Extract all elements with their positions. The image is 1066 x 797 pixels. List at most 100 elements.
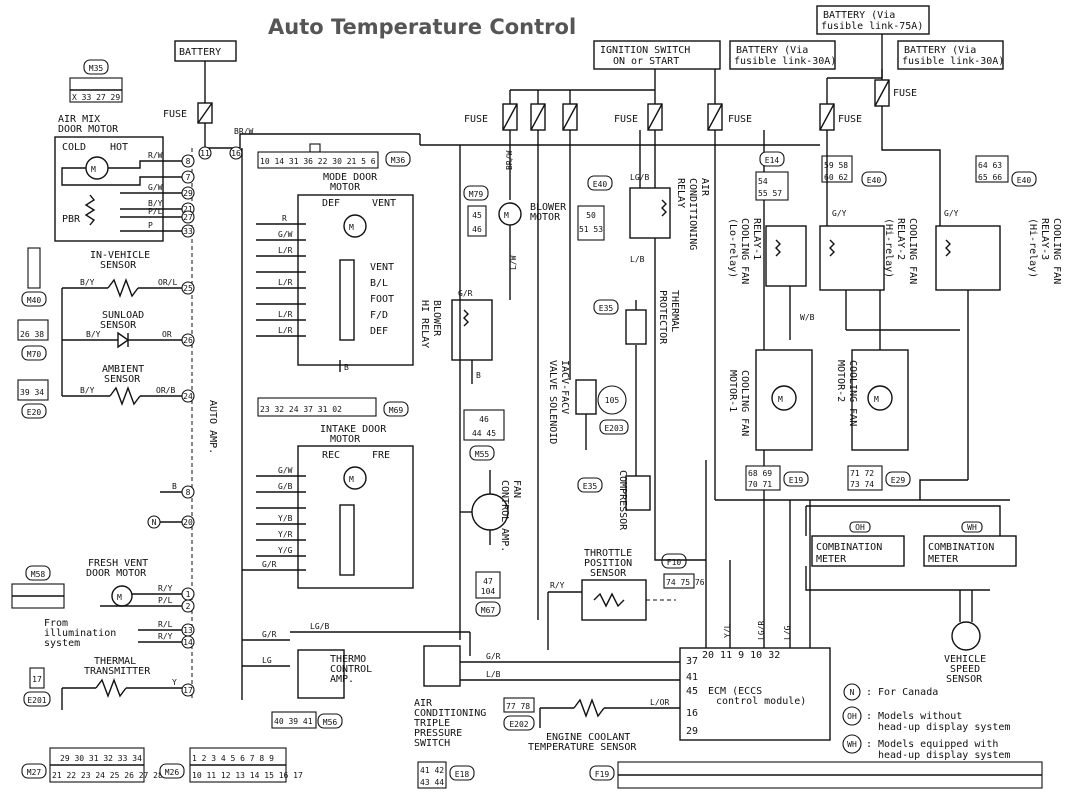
- svg-text:W/B: W/B: [800, 313, 815, 322]
- svg-text:BATTERY (Via: BATTERY (Via: [823, 10, 895, 21]
- ignition-switch-box: IGNITION SWITCH ON or START: [593, 40, 721, 70]
- blower-motor: BR/W M BLOWER MOTOR L/W: [498, 130, 567, 300]
- svg-text:L/R: L/R: [278, 246, 293, 255]
- blower-hi-relay: BLOWER HI RELAY G/R B: [419, 289, 493, 384]
- svg-text:E40: E40: [1017, 176, 1032, 185]
- ground-n: N B: [147, 482, 182, 529]
- svg-text:10 11 12 13 14 15 16 17: 10 11 12 13 14 15 16 17: [192, 771, 303, 780]
- connector-m35: M35 X 33 27 29: [69, 59, 123, 103]
- intake-door-wires: G/W G/B Y/B Y/R Y/G G/R: [242, 466, 306, 571]
- iacv-solenoid: IACV-FACV VALVE SOLENOID: [547, 360, 597, 444]
- cooling-fan-relay-3: COOLING FAN RELAY-3 (Hi-relay) G/Y: [881, 106, 1062, 291]
- svg-text:WH: WH: [967, 523, 977, 532]
- svg-text:M26: M26: [165, 768, 180, 777]
- interconnect-wires: [419, 130, 1010, 640]
- connector-m26: M26 1 2 3 4 5 6 7 8 9 10 11 12 13 14 15 …: [159, 747, 303, 783]
- svg-text:VALVE SOLENOID: VALVE SOLENOID: [547, 360, 558, 444]
- sunload-sensor: SUNLOAD SENSOR B/Y OR: [62, 310, 185, 349]
- svg-text:8: 8: [186, 157, 191, 166]
- svg-text:70 71: 70 71: [748, 480, 772, 489]
- svg-text:M69: M69: [389, 406, 404, 415]
- svg-text:INTAKE DOOR: INTAKE DOOR: [320, 424, 387, 435]
- in-vehicle-sensor: IN-VEHICLE SENSOR B/Y OR/L: [62, 250, 185, 298]
- connector-f19: F19: [589, 761, 1043, 789]
- svg-text:71 72: 71 72: [850, 469, 874, 478]
- svg-text:PRESSURE: PRESSURE: [414, 728, 462, 739]
- connector-m40: M40: [21, 247, 47, 307]
- svg-text:From: From: [44, 618, 68, 629]
- svg-text:COMBINATION: COMBINATION: [928, 542, 994, 553]
- svg-text:FUSE: FUSE: [614, 114, 638, 125]
- svg-text:COMBINATION: COMBINATION: [816, 542, 882, 553]
- svg-text:DOOR MOTOR: DOOR MOTOR: [86, 568, 147, 579]
- svg-text:40 39 41: 40 39 41: [274, 717, 313, 726]
- svg-text:29 30 31 32 33 34: 29 30 31 32 33 34: [60, 754, 142, 763]
- svg-text:COOLING FAN: COOLING FAN: [739, 218, 750, 284]
- connector-e201: 17 E201: [23, 667, 51, 707]
- svg-text:55 57: 55 57: [758, 189, 782, 198]
- svg-text:illumination: illumination: [44, 628, 116, 639]
- svg-text:HI RELAY: HI RELAY: [419, 300, 430, 348]
- svg-text:RELAY-3: RELAY-3: [1039, 218, 1050, 260]
- connector-m79: M79 45 46: [463, 185, 489, 237]
- connector-e203: 105 E203: [597, 385, 629, 435]
- svg-text:33: 33: [183, 227, 193, 236]
- svg-text:FUSE: FUSE: [728, 114, 752, 125]
- svg-text:SENSOR: SENSOR: [100, 320, 137, 331]
- svg-text:Y/L: Y/L: [723, 623, 732, 638]
- svg-text:13: 13: [183, 626, 193, 635]
- svg-text:control module): control module): [716, 696, 806, 707]
- svg-text:COLD: COLD: [62, 142, 86, 153]
- svg-text:ENGINE COOLANT: ENGINE COOLANT: [546, 732, 630, 743]
- connector-e20: 39 34 E20: [17, 379, 49, 419]
- svg-text:41 42: 41 42: [420, 766, 444, 775]
- svg-text:39 34: 39 34: [20, 388, 44, 397]
- svg-text:23 32 24 37 31 02: 23 32 24 37 31 02: [260, 405, 342, 414]
- svg-text:E40: E40: [867, 176, 882, 185]
- svg-text:BATTERY (Via: BATTERY (Via: [904, 45, 976, 56]
- svg-text:F10: F10: [667, 558, 682, 567]
- svg-text:N: N: [152, 518, 157, 527]
- svg-text:(Hi-relay): (Hi-relay): [1027, 218, 1038, 278]
- svg-text:14: 14: [183, 638, 193, 647]
- svg-text:IN-VEHICLE: IN-VEHICLE: [90, 250, 150, 261]
- svg-text:X 33 27 29: X 33 27 29: [72, 93, 120, 102]
- svg-text:FUSE: FUSE: [838, 114, 862, 125]
- svg-text:24: 24: [183, 392, 193, 401]
- svg-text:L/B: L/B: [486, 670, 501, 679]
- svg-text:44 45: 44 45: [472, 429, 496, 438]
- svg-text:AMBIENT: AMBIENT: [102, 364, 144, 375]
- svg-text:P/L: P/L: [158, 596, 173, 605]
- svg-text:G/W: G/W: [278, 466, 293, 475]
- svg-text:G/W: G/W: [148, 183, 163, 192]
- svg-text:SENSOR: SENSOR: [104, 374, 141, 385]
- connector-e14: E14 54 55 57: [755, 151, 789, 201]
- svg-text:MOTOR: MOTOR: [330, 182, 361, 193]
- svg-text:M36: M36: [391, 156, 406, 165]
- svg-text:N: N: [850, 688, 855, 697]
- connector-f10: F10 74 75 76: [661, 553, 705, 589]
- svg-text:fusible link-75A): fusible link-75A): [821, 21, 923, 32]
- svg-text:L/R: L/R: [278, 278, 293, 287]
- svg-text:OR: OR: [162, 330, 172, 339]
- combination-meter-wh: COMBINATION METER WH: [806, 505, 1017, 567]
- connector-m58: M58: [11, 565, 65, 609]
- svg-text:head-up display system: head-up display system: [878, 722, 1010, 733]
- svg-text:IACV-FACV: IACV-FACV: [559, 360, 570, 414]
- svg-text:FRESH VENT: FRESH VENT: [88, 558, 148, 569]
- svg-text:MOTOR-1: MOTOR-1: [727, 370, 738, 412]
- connector-m55: 46 44 45 M55: [463, 409, 505, 461]
- svg-text:R: R: [282, 214, 287, 223]
- svg-text:(Lo-relay): (Lo-relay): [727, 218, 738, 278]
- svg-text:M: M: [874, 395, 879, 404]
- fresh-vent-door-motor: FRESH VENT DOOR MOTOR M R/Y P/L: [86, 558, 182, 607]
- svg-text:E18: E18: [455, 770, 470, 779]
- svg-text:L/OR: L/OR: [650, 698, 669, 707]
- svg-text:Y/G: Y/G: [278, 546, 293, 555]
- fuse-group-30a-1: FUSE: [707, 69, 752, 131]
- svg-text:16: 16: [231, 149, 241, 158]
- svg-text:M: M: [91, 165, 96, 174]
- svg-text:M56: M56: [323, 718, 338, 727]
- svg-text:Y/B: Y/B: [278, 514, 293, 523]
